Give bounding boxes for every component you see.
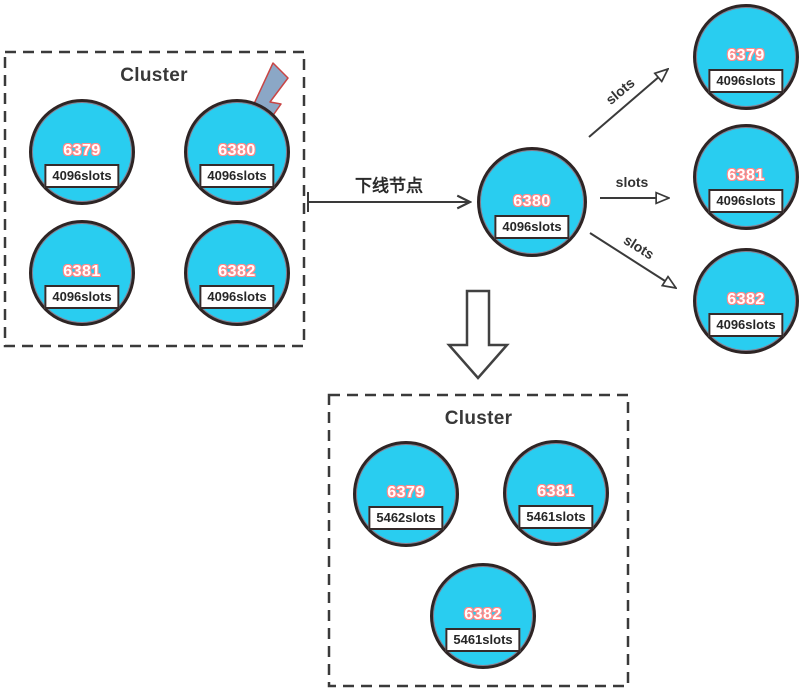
node-id-label: 6381 (727, 167, 765, 184)
node-receiving-6382: 6382 4096slots (693, 248, 799, 354)
slots-box: 4096slots (44, 164, 120, 188)
slots-box: 4096slots (708, 69, 784, 93)
slots-box: 4096slots (199, 285, 275, 309)
node-id-label: 6382 (218, 263, 256, 280)
node-id-label: 6380 (513, 193, 551, 210)
node-id-label: 6382 (727, 291, 765, 308)
node-id-label: 6381 (537, 483, 575, 500)
cluster-before-title: Cluster (120, 65, 188, 86)
node-id-label: 6381 (63, 263, 101, 280)
node-before-6382: 6382 4096slots (184, 220, 290, 326)
node-id-label: 6382 (464, 606, 502, 623)
node-after-6379: 6379 5462slots (353, 441, 459, 547)
node-id-label: 6380 (218, 142, 256, 159)
offline-arrow-label: 下线节点 (355, 176, 423, 196)
slots-box: 4096slots (708, 189, 784, 213)
cluster-after-title: Cluster (444, 408, 513, 429)
slots-box: 5462slots (368, 506, 444, 530)
node-receiving-6379: 6379 4096slots (693, 4, 799, 110)
slots-box: 4096slots (199, 164, 275, 188)
node-id-label: 6379 (63, 142, 101, 159)
node-id-label: 6379 (727, 47, 765, 64)
slots-arrow-3 (589, 232, 676, 288)
node-after-6382: 6382 5461slots (430, 563, 536, 669)
slots-arrow-label-2: slots (615, 174, 649, 190)
node-before-6379: 6379 4096slots (29, 99, 135, 205)
node-receiving-6381: 6381 4096slots (693, 124, 799, 230)
slots-box: 4096slots (494, 215, 570, 239)
node-id-label: 6379 (387, 484, 425, 501)
cluster-after-border (327, 393, 630, 688)
block-down-arrow-icon (446, 289, 510, 380)
node-offline-6380: 6380 4096slots (477, 147, 587, 257)
node-before-6381: 6381 4096slots (29, 220, 135, 326)
slots-box: 4096slots (44, 285, 120, 309)
slots-box: 5461slots (445, 628, 521, 652)
slots-arrow-1 (588, 69, 668, 138)
cluster-before-border (3, 50, 306, 348)
node-before-6380: 6380 4096slots (184, 99, 290, 205)
slots-box: 4096slots (708, 313, 784, 337)
slots-box: 5461slots (518, 505, 594, 529)
node-after-6381: 6381 5461slots (503, 440, 609, 546)
